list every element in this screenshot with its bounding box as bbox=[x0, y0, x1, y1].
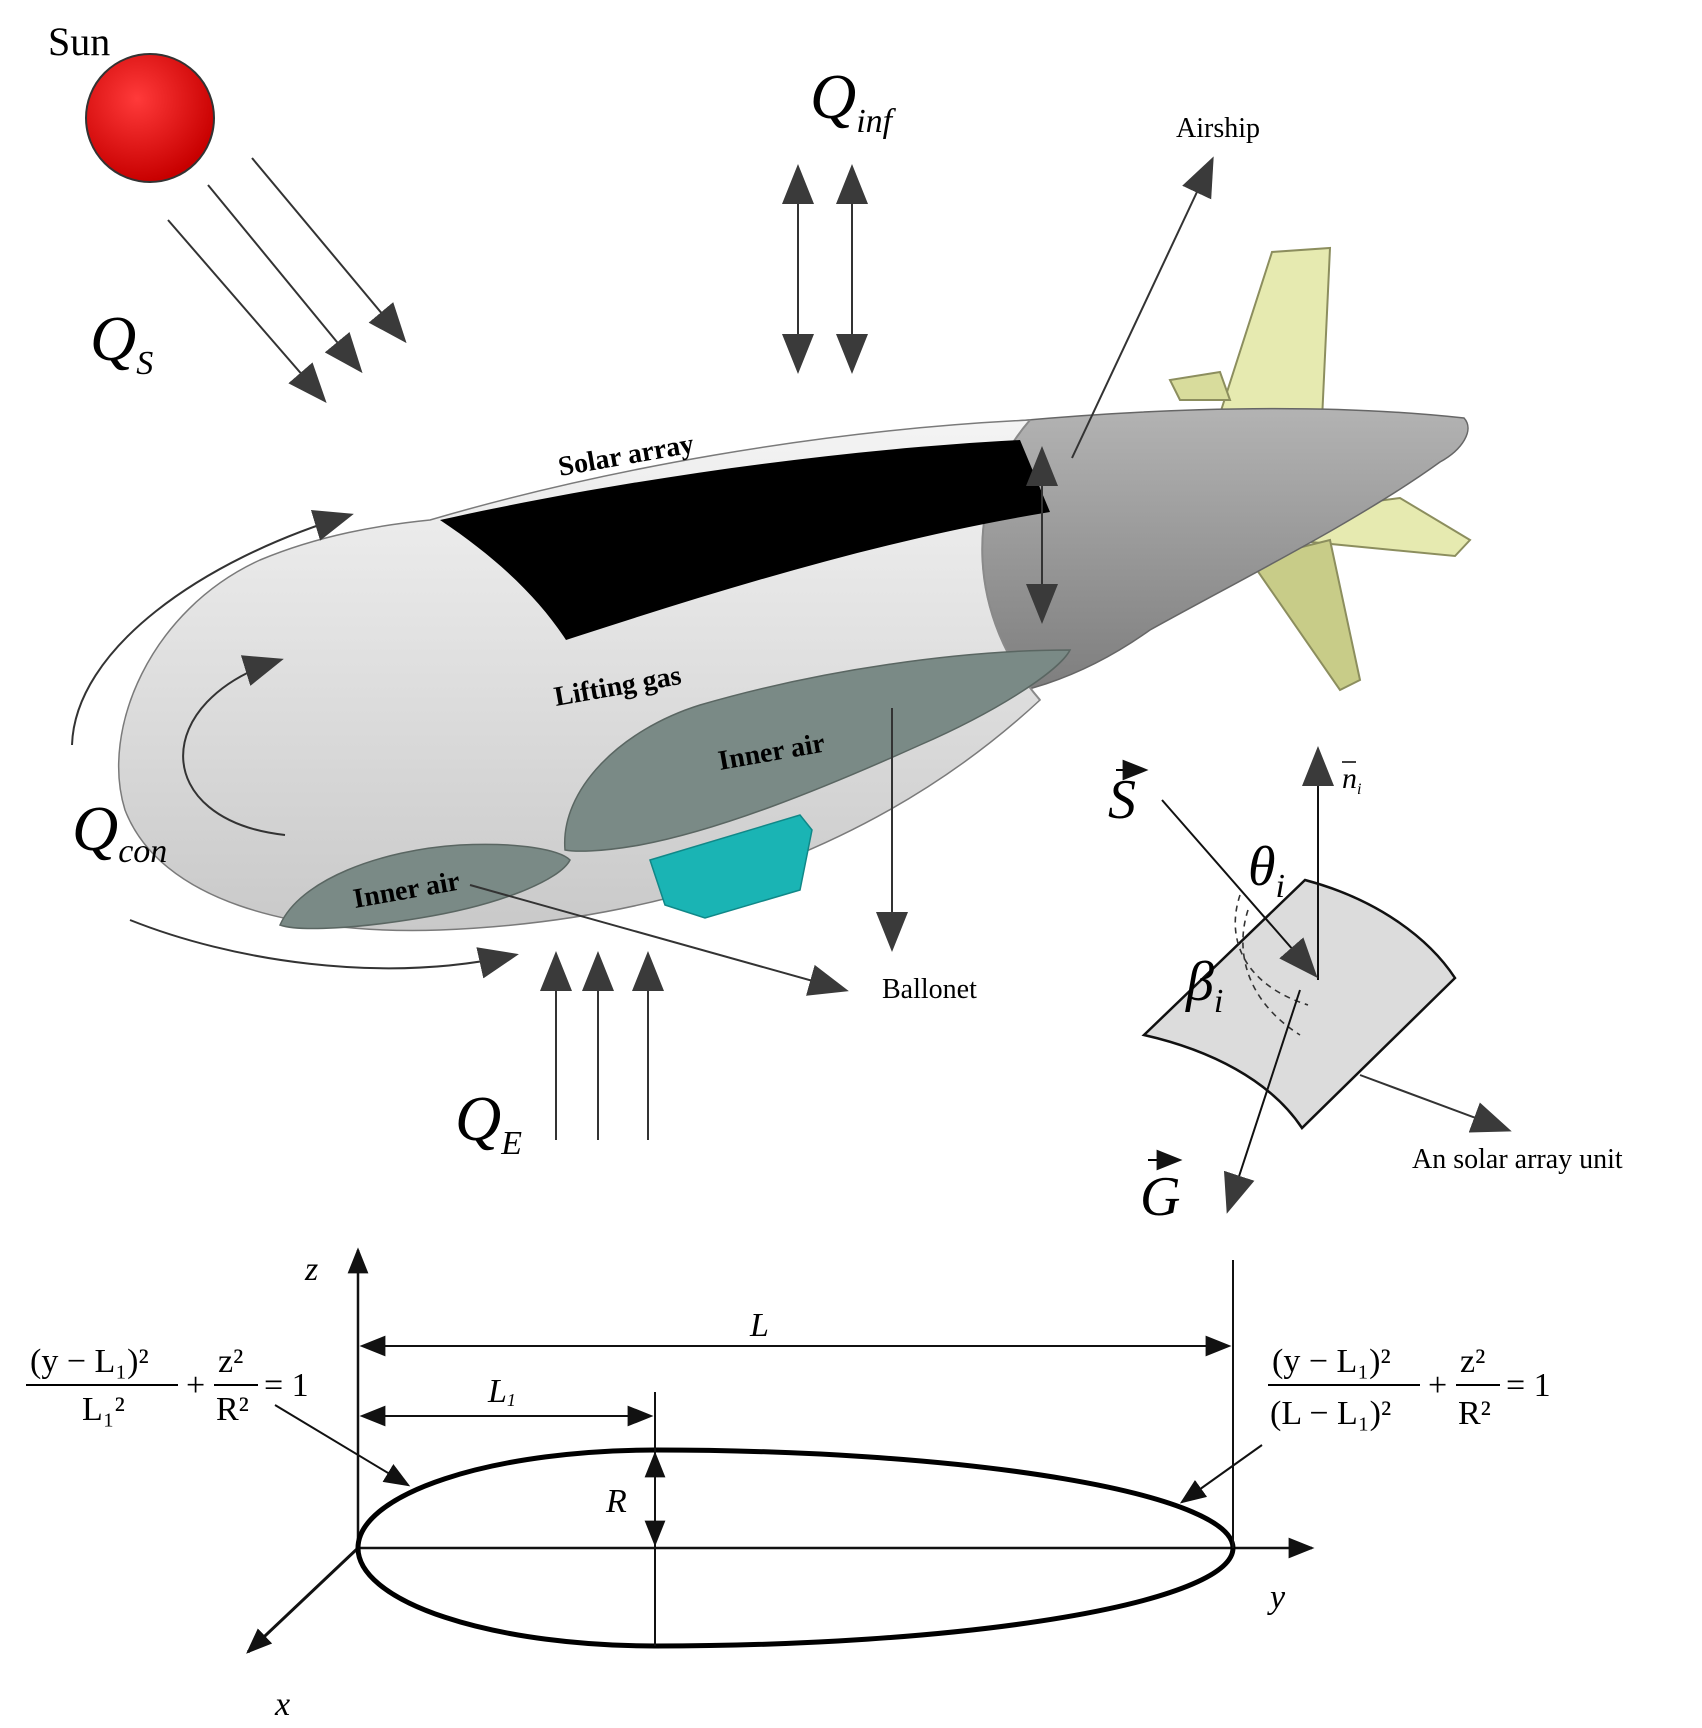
solar-unit-pointer bbox=[1359, 1074, 1512, 1133]
dim-L-label: L bbox=[749, 1307, 769, 1344]
sun-vector bbox=[1161, 799, 1318, 979]
x-axis bbox=[246, 1546, 360, 1654]
eq-left-den2: R² bbox=[216, 1391, 249, 1428]
ballonet-label: Ballonet bbox=[882, 974, 977, 1005]
svg-text:G: G bbox=[1140, 1166, 1180, 1228]
solar-array-panel bbox=[440, 440, 1050, 640]
ballonet-rear bbox=[564, 649, 1072, 852]
eq-left-num: (y − L₁)² bbox=[30, 1343, 149, 1380]
eq-left-rhs: = 1 bbox=[264, 1367, 309, 1404]
svg-text:S: S bbox=[1108, 769, 1136, 831]
sun: Sun bbox=[48, 19, 215, 183]
earth-radiation-arrows bbox=[540, 951, 664, 1140]
eq-right-plus: + bbox=[1428, 1367, 1447, 1404]
eq-left-num2: z² bbox=[218, 1343, 243, 1380]
airship: Solar array Lifting gas Inner air Inner … bbox=[117, 246, 1472, 932]
fin-back bbox=[1168, 370, 1232, 401]
fin-top bbox=[1216, 246, 1332, 421]
theta-label: θi bbox=[1248, 836, 1285, 905]
gravity-vector bbox=[1223, 989, 1301, 1214]
svg-text:ni: ni bbox=[1342, 762, 1361, 798]
heat-qs: QS bbox=[90, 303, 153, 382]
eq-left-pointer bbox=[274, 1404, 411, 1487]
eq-left-den: L₁² bbox=[82, 1391, 125, 1428]
eq-right-den: (L − L₁)² bbox=[1270, 1395, 1391, 1432]
sun-label: Sun bbox=[48, 19, 110, 64]
eq-right-rhs: = 1 bbox=[1506, 1367, 1551, 1404]
solar-unit-panel bbox=[1141, 878, 1457, 1130]
convection-arrow bbox=[182, 655, 286, 836]
z-axis-label: z bbox=[304, 1251, 318, 1288]
heat-qe: QE bbox=[455, 1083, 522, 1162]
sun-disc bbox=[85, 53, 215, 183]
heat-qinf: Qinf bbox=[810, 61, 897, 140]
vector-s-label: S bbox=[1108, 759, 1149, 831]
convection-arrow bbox=[129, 919, 519, 979]
solar-unit-label: An solar array unit bbox=[1412, 1144, 1623, 1175]
x-axis-label: x bbox=[274, 1686, 290, 1723]
solar-unit-detail: S G ni θi βi An solar array unit bbox=[1108, 746, 1623, 1228]
dim-R-label: R bbox=[605, 1483, 627, 1520]
eq-right-pointer bbox=[1179, 1444, 1263, 1504]
hull-tail bbox=[929, 407, 1469, 701]
vector-n-label: ni bbox=[1342, 761, 1361, 798]
beta-label: βi bbox=[1185, 951, 1223, 1020]
solar-rays bbox=[167, 157, 407, 404]
solar-ray bbox=[167, 219, 327, 404]
solar-ray bbox=[207, 184, 363, 374]
infrared-arrows bbox=[782, 164, 868, 374]
solar-ray bbox=[251, 157, 407, 344]
ballonet-front bbox=[278, 843, 571, 930]
gondola bbox=[649, 814, 813, 919]
dim-L1-label: L1 bbox=[487, 1373, 516, 1410]
angle-arc-beta bbox=[1242, 909, 1301, 1036]
airship-label: Airship bbox=[1176, 113, 1260, 144]
eq-right-num: (y − L₁)² bbox=[1272, 1343, 1391, 1380]
hull-profile-diagram: z y x L L1 R (y − L₁)² L₁² + z² R² = 1 bbox=[26, 1247, 1551, 1723]
heat-qcon: Qcon bbox=[72, 793, 167, 870]
vector-g-label: G bbox=[1140, 1149, 1183, 1228]
eq-right-den2: R² bbox=[1458, 1395, 1491, 1432]
ballonet-pointer bbox=[469, 884, 849, 996]
eq-left-plus: + bbox=[186, 1367, 205, 1404]
eq-right-num2: z² bbox=[1460, 1343, 1485, 1380]
convection-arrows bbox=[71, 510, 519, 979]
y-axis-label: y bbox=[1267, 1579, 1286, 1616]
airship-pointer bbox=[1071, 156, 1214, 459]
equation-right: (y − L₁)² (L − L₁)² + z² R² = 1 bbox=[1268, 1343, 1551, 1432]
convection-arrow bbox=[71, 510, 354, 746]
equation-left: (y − L₁)² L₁² + z² R² = 1 bbox=[26, 1343, 309, 1428]
